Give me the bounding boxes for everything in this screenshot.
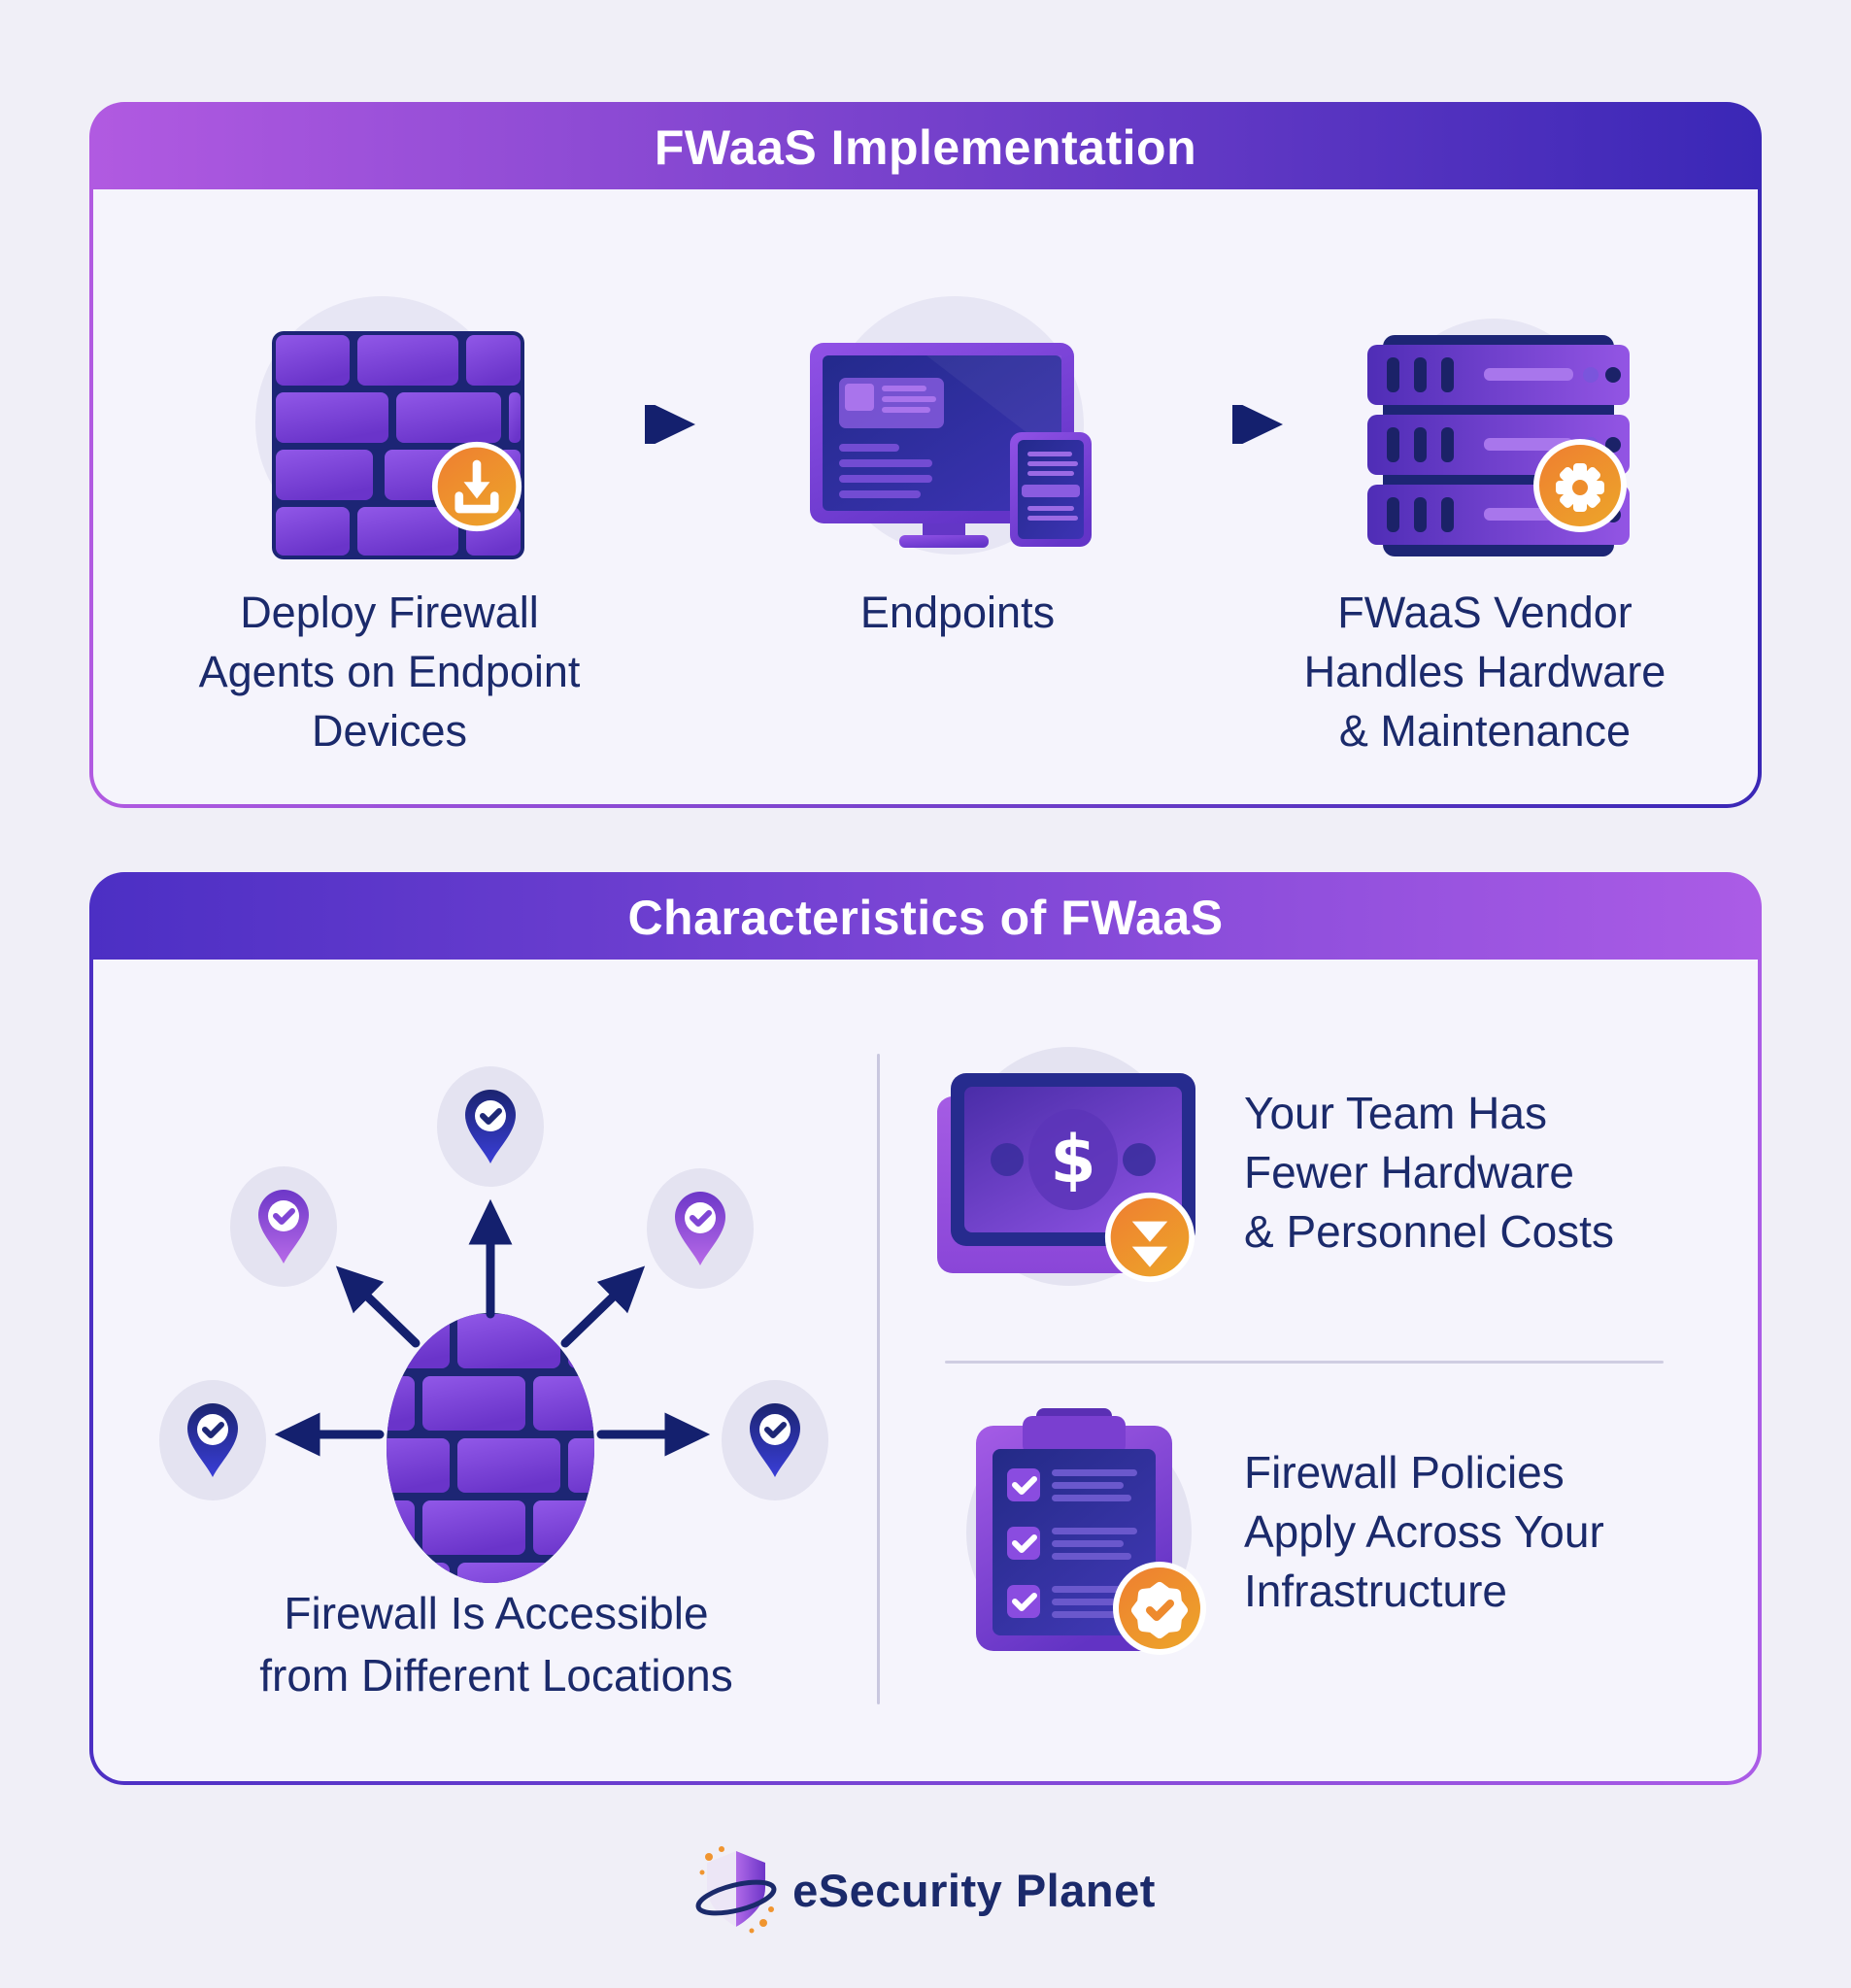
fan-caption: Firewall Is Accessible from Different Lo… — [259, 1588, 733, 1701]
panel-characteristics: Characteristics of FWaaS — [89, 872, 1762, 1785]
location-pin-check-icon — [675, 1192, 725, 1265]
vertical-divider — [877, 1054, 880, 1704]
arrow-right-icon — [587, 405, 695, 444]
location-pin-check-icon — [465, 1090, 516, 1163]
costs-down-icon — [1104, 1192, 1195, 1283]
characteristic2-text: Firewall Policies Apply Across Your Infr… — [1244, 1447, 1604, 1616]
panel-fwaas-implementation: FWaaS Implementation Deploy Firewall Age… — [89, 102, 1762, 808]
characteristic1-text: Your Team Has Fewer Hardware & Personnel… — [1244, 1088, 1614, 1257]
svg-text:$: $ — [1050, 1122, 1095, 1198]
step2-label: Endpoints — [859, 588, 1056, 637]
panel2-header: Characteristics of FWaaS — [93, 876, 1758, 960]
panel1-header: FWaaS Implementation — [93, 106, 1758, 189]
step1-label: Deploy Firewall Agents on Endpoint Devic… — [198, 588, 581, 756]
panel2-title: Characteristics of FWaaS — [627, 891, 1224, 945]
fan-arrows — [274, 1198, 711, 1457]
firewall-brick-circle-icon — [387, 1313, 594, 1583]
arrow-right-icon — [1174, 405, 1283, 444]
location-pin-check-icon — [750, 1403, 800, 1477]
brand-name: eSecurity Planet — [792, 1864, 1156, 1916]
shield-orbit-icon — [695, 1846, 777, 1934]
panel1-body: Deploy Firewall Agents on Endpoint Devic… — [93, 189, 1758, 804]
horizontal-divider — [945, 1361, 1664, 1364]
seal-check-icon — [1113, 1562, 1206, 1655]
step3-label: FWaaS Vendor Handles Hardware & Maintena… — [1303, 588, 1666, 756]
download-icon — [431, 441, 522, 532]
monitor-and-phone-icon — [810, 343, 1092, 548]
panel1-title: FWaaS Implementation — [654, 120, 1197, 175]
policy-clipboard-icon — [976, 1408, 1172, 1651]
footer-logo: eSecurity Planet — [0, 1843, 1851, 1937]
panel2-body: Firewall Is Accessible from Different Lo… — [93, 960, 1758, 1781]
location-pin-check-icon — [187, 1403, 238, 1477]
gear-icon — [1533, 439, 1627, 532]
location-pin-check-icon — [258, 1190, 309, 1264]
